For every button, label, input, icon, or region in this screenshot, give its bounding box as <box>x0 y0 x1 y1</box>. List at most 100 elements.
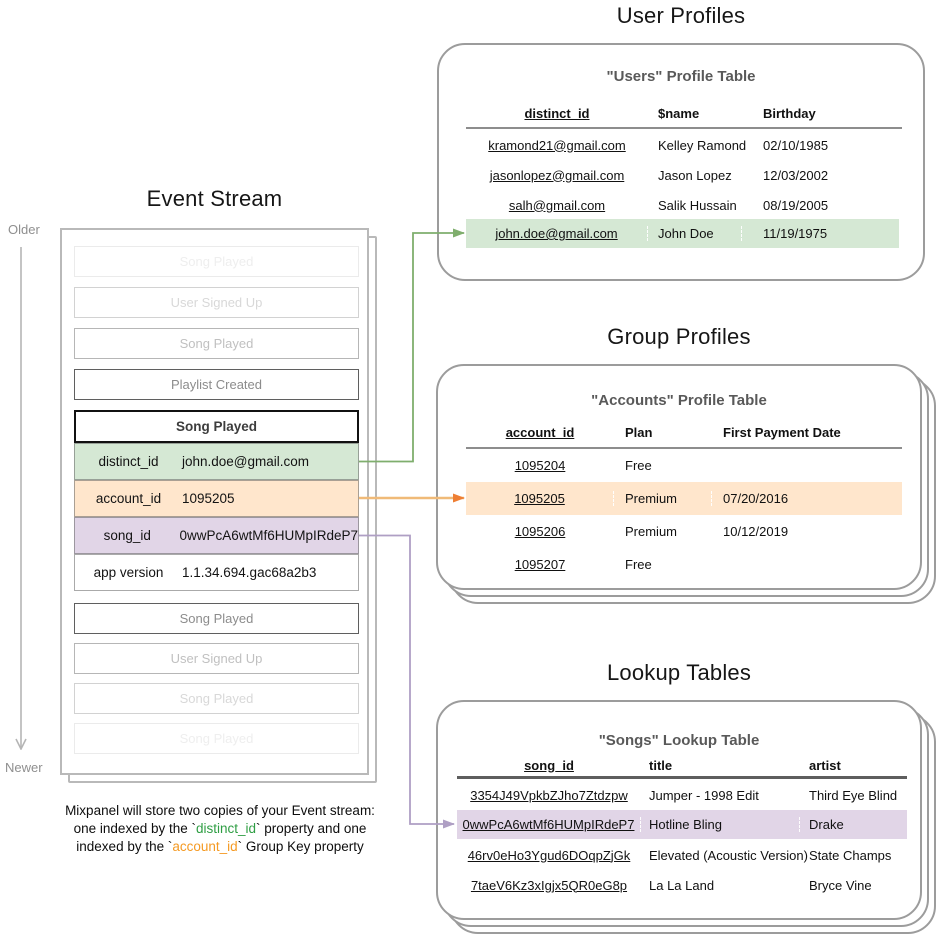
users-table-title: "Users" Profile Table <box>606 68 756 85</box>
event-label: Song Played <box>179 336 254 351</box>
event-label: User Signed Up <box>170 295 263 310</box>
songs-table-row: 3354J49VpkbZJho7Ztdzpw Jumper - 1998 Edi… <box>457 780 907 810</box>
property-key: account_id <box>95 491 162 506</box>
users-table-row-highlighted: john.doe@gmail.com John Doe 11/19/1975 <box>466 219 899 248</box>
distinct-id-cell: salh@gmail.com <box>508 197 606 213</box>
event-property-app-version: app version 1.1.34.694.gac68a2b3 <box>74 554 359 591</box>
property-key: distinct_id <box>98 454 159 469</box>
birthday-cell: 08/19/2005 <box>763 197 829 213</box>
caption-line2-post: ` property and one <box>256 820 367 836</box>
column-header: artist <box>809 757 841 773</box>
songs-table-row: 46rv0eHo3Ygud6DOqpZjGk Elevated (Acousti… <box>457 840 907 870</box>
account-id-cell: 1095206 <box>514 524 566 539</box>
payment-date-cell: 10/12/2019 <box>723 524 789 539</box>
column-header: First Payment Date <box>723 424 841 440</box>
song-id-cell: 0wwPcA6wtMf6HUMpIRdeP7 <box>457 817 641 832</box>
caption-line3-post: ` Group Key property <box>237 838 364 854</box>
songs-table-row-highlighted: 0wwPcA6wtMf6HUMpIRdeP7 Hotline Bling Dra… <box>457 810 907 839</box>
accounts-table-title: "Accounts" Profile Table <box>591 392 767 409</box>
group-profiles-title: Group Profiles <box>607 324 751 349</box>
caption-account-id: account_id <box>172 838 238 854</box>
users-table-row: jasonlopez@gmail.com Jason Lopez 12/03/2… <box>466 160 902 190</box>
songs-table-header: song_id title artist <box>457 754 907 776</box>
distinct-id-cell: kramond21@gmail.com <box>488 137 626 153</box>
event-label: Song Played <box>179 731 254 746</box>
artist-cell: Third Eye Blind <box>809 787 898 803</box>
title-cell: Jumper - 1998 Edit <box>649 787 759 803</box>
event-label: Song Played <box>179 691 254 706</box>
expanded-event-title: Song Played <box>175 419 258 434</box>
songs-header-divider <box>457 776 907 779</box>
column-header: $name <box>658 105 700 121</box>
title-cell: Elevated (Acoustic Version) <box>649 847 808 863</box>
caption: Mixpanel will store two copies of your E… <box>25 802 415 855</box>
title-cell: La La Land <box>649 877 715 893</box>
column-header: account_id <box>505 424 575 440</box>
lookup-tables-title: Lookup Tables <box>606 660 752 685</box>
accounts-table-header: account_id Plan First Payment Date <box>466 421 902 443</box>
users-table-row: kramond21@gmail.com Kelley Ramond 02/10/… <box>466 130 902 160</box>
account-id-cell: 1095207 <box>514 557 566 572</box>
accounts-table-row: 1095206 Premium 10/12/2019 <box>466 515 902 548</box>
birthday-cell: 11/19/1975 <box>763 226 828 241</box>
caption-line1: Mixpanel will store two copies of your E… <box>65 803 375 818</box>
distinct-id-cell: jasonlopez@gmail.com <box>489 167 625 183</box>
name-cell: Kelley Ramond <box>658 137 747 153</box>
song-id-cell: 3354J49VpkbZJho7Ztdzpw <box>470 787 628 803</box>
title-cell: Hotline Bling <box>641 817 800 832</box>
event-property-account-id: account_id 1095205 <box>74 480 359 517</box>
users-table-header: distinct_id $name Birthday <box>466 102 902 124</box>
users-table-row: salh@gmail.com Salik Hussain 08/19/2005 <box>466 190 902 220</box>
event-box: User Signed Up <box>74 643 359 674</box>
caption-line2-pre: one indexed by the ` <box>73 820 196 836</box>
song-id-cell: 7taeV6Kz3xIgjx5QR0eG8p <box>470 877 628 893</box>
event-box: Song Played <box>74 246 359 277</box>
older-label: Older <box>8 222 40 237</box>
event-property-song-id: song_id 0wwPcA6wtMf6HUMpIRdeP7 <box>74 517 359 554</box>
column-header: Plan <box>625 424 653 440</box>
event-box: Playlist Created <box>74 369 359 400</box>
event-label: Playlist Created <box>170 377 263 392</box>
property-key: song_id <box>103 528 151 543</box>
caption-line3-pre: indexed by the ` <box>76 838 173 854</box>
birthday-cell: 02/10/1985 <box>763 137 829 153</box>
event-box: Song Played <box>74 683 359 714</box>
name-cell: John Doe <box>648 226 742 241</box>
caption-distinct-id: distinct_id <box>195 820 257 836</box>
event-box: User Signed Up <box>74 287 359 318</box>
user-profiles-title: User Profiles <box>616 3 746 28</box>
song-id-cell: 46rv0eHo3Ygud6DOqpZjGk <box>467 847 631 863</box>
distinct-id-cell: john.doe@gmail.com <box>466 226 648 241</box>
plan-cell: Free <box>625 557 652 572</box>
column-header: song_id <box>524 757 574 773</box>
birthday-cell: 12/03/2002 <box>763 167 829 183</box>
event-box: Song Played <box>74 603 359 634</box>
account-id-cell: 1095205 <box>466 491 614 506</box>
plan-cell: Premium <box>625 524 678 539</box>
name-cell: Jason Lopez <box>658 167 732 183</box>
event-label: User Signed Up <box>170 651 263 666</box>
payment-date-cell: 07/20/2016 <box>723 491 789 506</box>
property-value: john.doe@gmail.com <box>182 454 310 469</box>
accounts-header-divider <box>466 447 902 449</box>
name-cell: Salik Hussain <box>658 197 737 213</box>
event-label: Song Played <box>179 611 254 626</box>
event-stream-title: Event Stream <box>146 186 283 211</box>
songs-table-title: "Songs" Lookup Table <box>598 732 760 749</box>
event-box: Song Played <box>74 328 359 359</box>
column-header: title <box>649 757 673 773</box>
accounts-table-row: 1095204 Free <box>466 449 902 482</box>
artist-cell: Drake <box>809 817 844 832</box>
event-property-distinct-id: distinct_id john.doe@gmail.com <box>74 443 359 480</box>
accounts-profile-panel <box>436 364 922 590</box>
accounts-table-row-highlighted: 1095205 Premium 07/20/2016 <box>466 482 902 515</box>
artist-cell: Bryce Vine <box>809 877 872 893</box>
accounts-table-row: 1095207 Free <box>466 548 902 581</box>
plan-cell: Free <box>625 458 652 473</box>
event-label: Song Played <box>179 254 254 269</box>
newer-label: Newer <box>5 760 43 775</box>
property-value: 1.1.34.694.gac68a2b3 <box>182 565 317 580</box>
artist-cell: State Champs <box>809 847 892 863</box>
songs-table-row: 7taeV6Kz3xIgjx5QR0eG8p La La Land Bryce … <box>457 870 907 900</box>
property-value: 0wwPcA6wtMf6HUMpIRdeP7 <box>179 528 358 543</box>
